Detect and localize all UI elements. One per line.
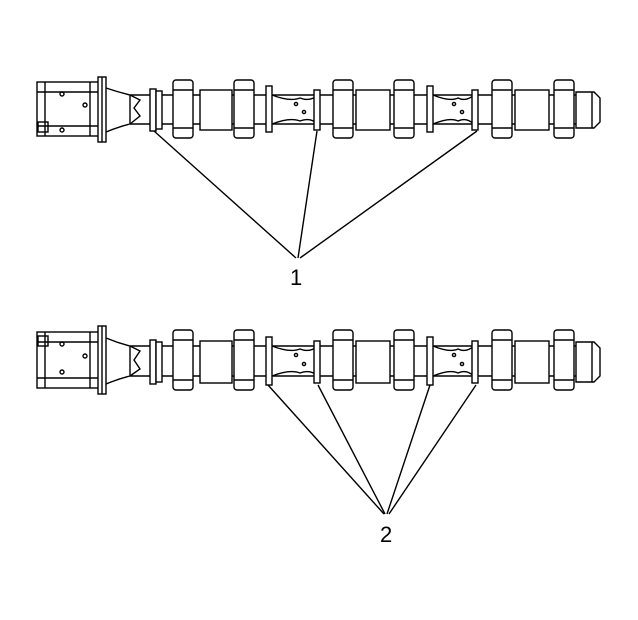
collar-bottom-1 bbox=[149, 339, 157, 385]
camshaft-top bbox=[36, 76, 601, 143]
cam-lobe-top-6 bbox=[553, 79, 575, 139]
cam-lobe-top-3 bbox=[332, 79, 354, 139]
cam-lobe-bottom-1 bbox=[172, 329, 194, 391]
cam-lobe-bottom-3 bbox=[332, 329, 354, 391]
camshaft-bottom bbox=[36, 325, 601, 395]
cam-lobe-top-4 bbox=[393, 79, 415, 139]
sprocket-hub-bottom bbox=[36, 325, 107, 395]
cam-lobe-top-1 bbox=[172, 79, 194, 139]
shaft-neck-bottom bbox=[105, 337, 131, 385]
collar-bottom-3 bbox=[426, 336, 434, 386]
collar-top-2 bbox=[265, 85, 273, 133]
shaft-neck-top bbox=[105, 87, 131, 133]
cam-lobe-top-5 bbox=[491, 79, 513, 139]
callout-label-1: 1 bbox=[290, 265, 303, 290]
cam-lobe-bottom-2 bbox=[233, 329, 255, 391]
cam-lobe-bottom-5 bbox=[491, 329, 513, 391]
callout-label-2: 2 bbox=[380, 522, 393, 547]
shaft-end-bottom bbox=[575, 341, 601, 383]
shaft-end-top bbox=[575, 91, 601, 129]
leader-lines-2 bbox=[267, 384, 477, 515]
cam-lobe-top-2 bbox=[233, 79, 255, 139]
collar-bottom-2 bbox=[265, 336, 273, 386]
cam-lobe-bottom-6 bbox=[553, 329, 575, 391]
sprocket-hub-top bbox=[36, 76, 107, 143]
collar-top-3 bbox=[426, 85, 434, 133]
collar-top-1 bbox=[149, 88, 157, 132]
cam-lobe-bottom-4 bbox=[393, 329, 415, 391]
leader-lines-1 bbox=[153, 130, 478, 259]
